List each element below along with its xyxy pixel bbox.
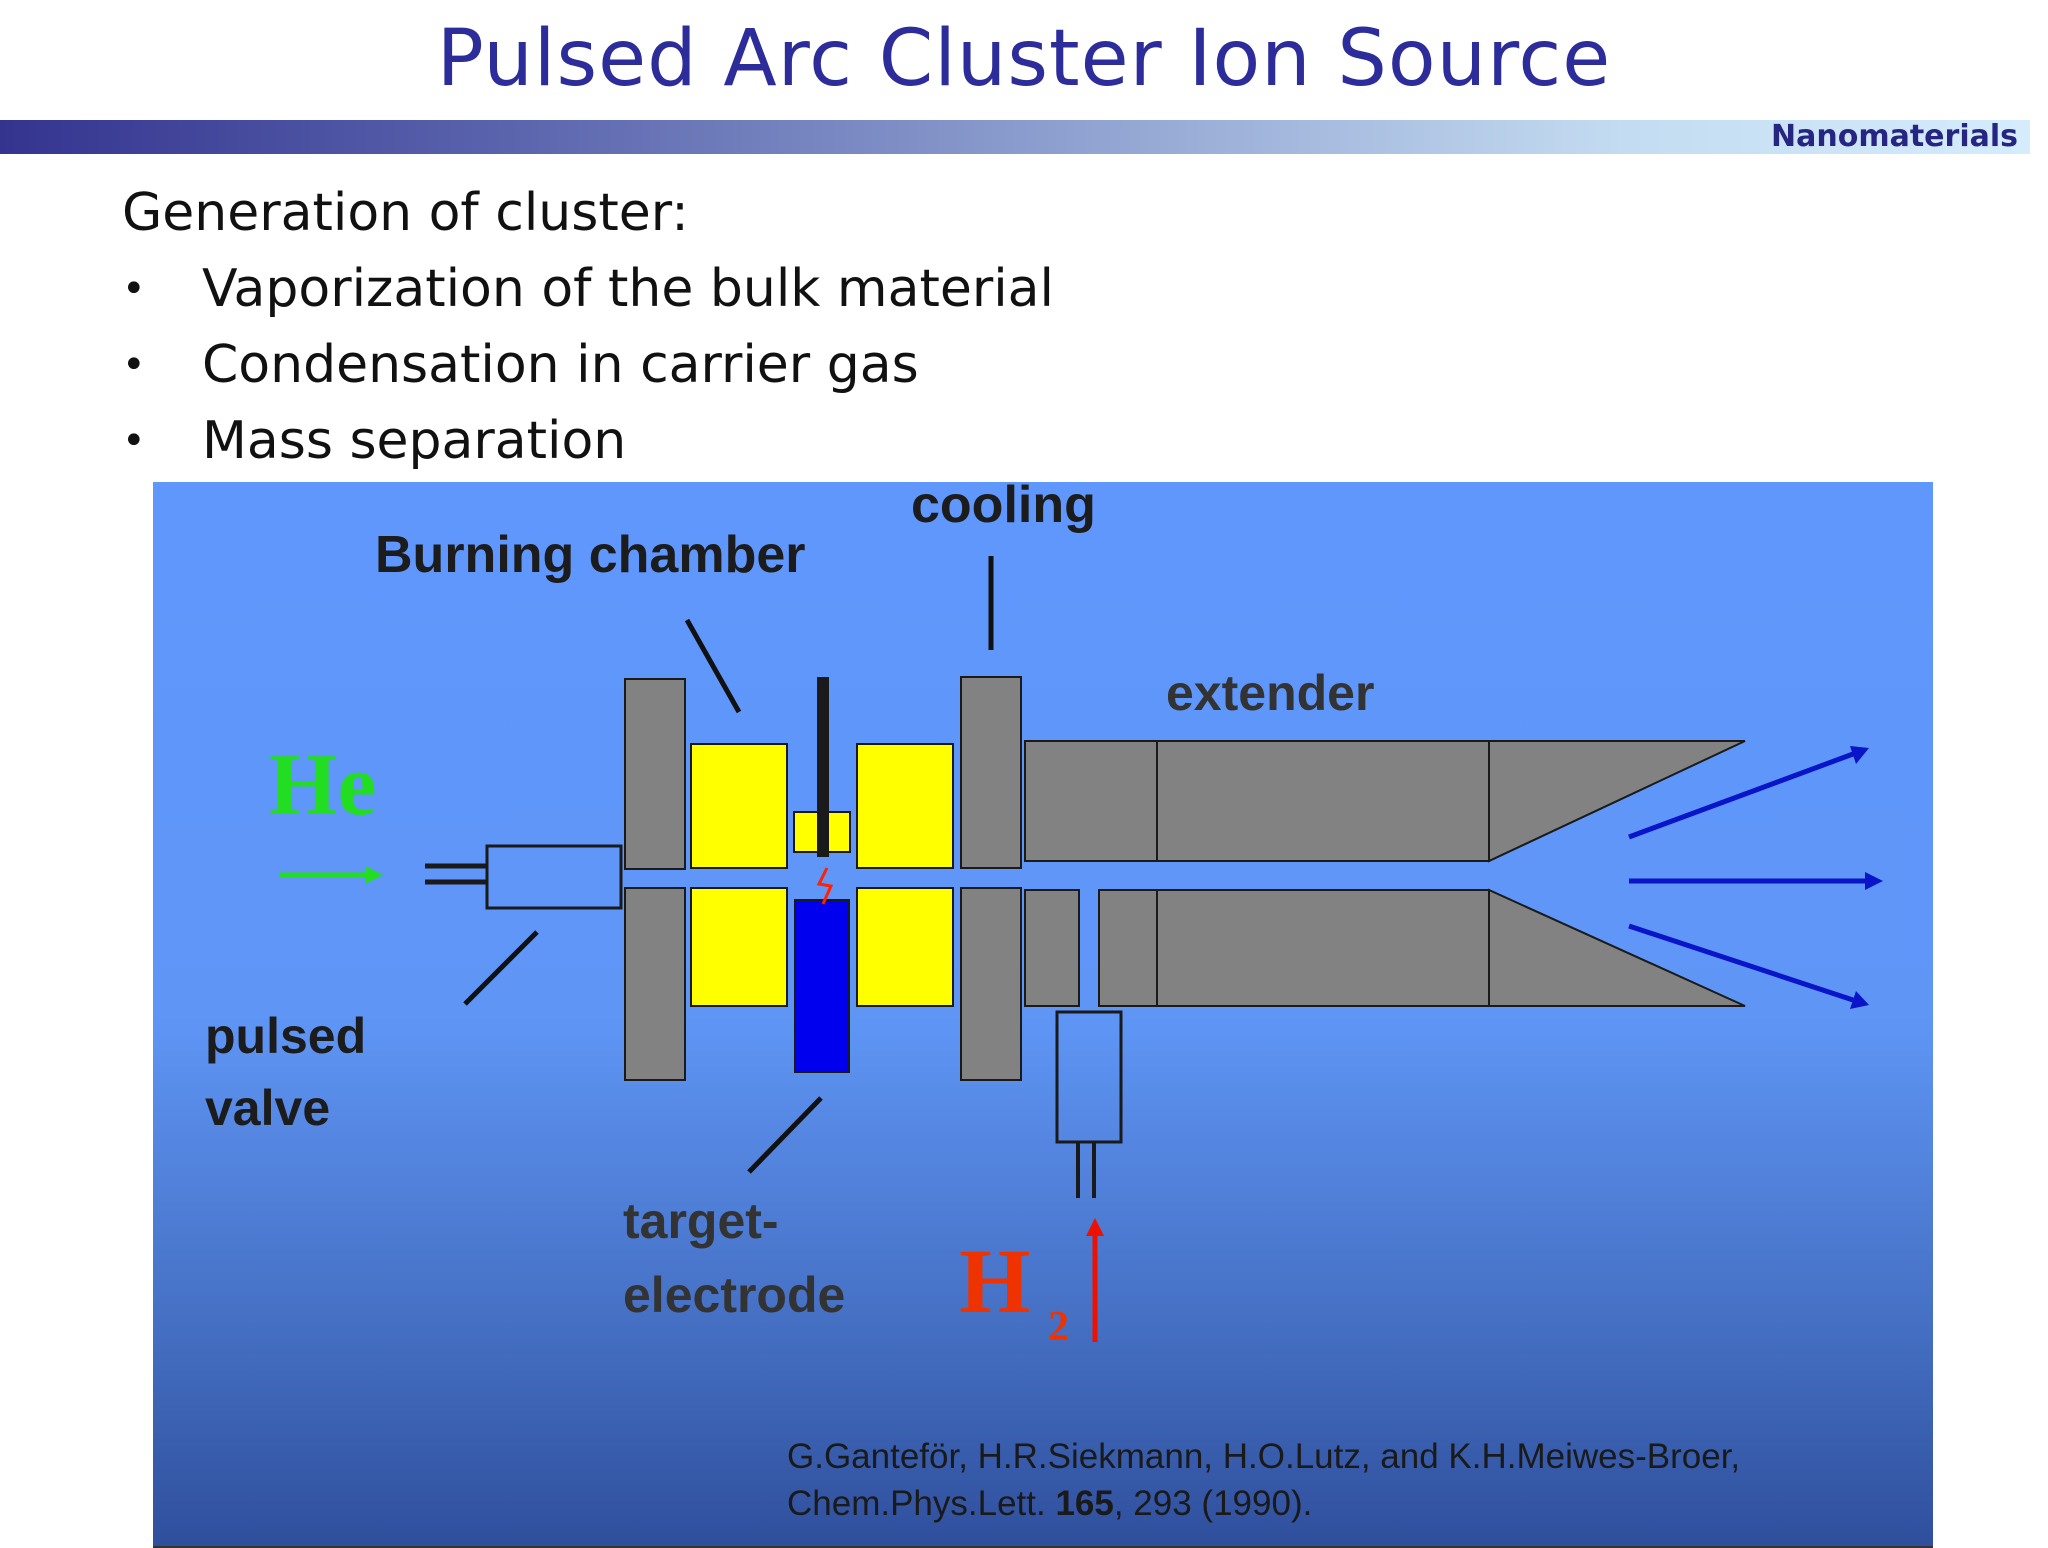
cooling-plate-lower xyxy=(960,887,1022,1081)
label-h2: H xyxy=(959,1230,1031,1332)
output-arrowheads xyxy=(1850,746,1883,1009)
nozzle-lower xyxy=(1488,888,1746,1007)
source-assembly xyxy=(425,676,1746,1198)
nozzle-upper xyxy=(1488,740,1746,863)
front-plate-lower xyxy=(624,887,686,1081)
arrowhead-icon xyxy=(1850,746,1869,764)
magnet-block xyxy=(690,743,788,869)
front-plate-upper xyxy=(624,678,686,870)
ion-source-figure: Burning chamber cooling extender pulsed … xyxy=(153,482,1933,1548)
bullet-dot-icon: • xyxy=(122,418,146,464)
upper-electrode xyxy=(817,677,829,857)
title-banner: Nanomaterials xyxy=(0,120,2030,154)
output-arrow-icon xyxy=(1628,751,1854,840)
h2-valve-body xyxy=(1055,1010,1123,1144)
diagram-background xyxy=(153,482,1933,1546)
label-he: He xyxy=(269,737,377,834)
label-burning-chamber: Burning chamber xyxy=(375,526,806,584)
target-electrode-pointer xyxy=(747,1096,823,1174)
label-valve: valve xyxy=(205,1080,330,1136)
bullet-dot-icon: • xyxy=(122,342,146,388)
output-arrow-icon xyxy=(1628,923,1854,1003)
extender-segment xyxy=(1024,889,1080,1007)
target-electrode xyxy=(794,899,850,1073)
label-target: target- xyxy=(623,1193,779,1249)
bullet-block: Generation of cluster: • Vaporization of … xyxy=(122,175,1054,479)
magnet-block xyxy=(856,887,954,1007)
citation-volume: 165 xyxy=(1055,1484,1113,1523)
label-h2-subscript: 2 xyxy=(1048,1304,1069,1350)
extender-segment xyxy=(1098,889,1158,1007)
bullet-text: Condensation in carrier gas xyxy=(202,335,919,395)
extender-segment xyxy=(1156,740,1490,862)
h2-arrowhead-icon xyxy=(1086,1218,1104,1236)
bullet-list: • Vaporization of the bulk material • Cond… xyxy=(122,251,1054,479)
magnet-block xyxy=(856,743,954,869)
citation-pages: , 293 (1990). xyxy=(1114,1484,1312,1523)
bullet-item: • Mass separation xyxy=(122,403,1054,479)
arrowhead-icon xyxy=(1850,991,1869,1009)
label-electrode: electrode xyxy=(623,1267,845,1323)
slide-title: Pulsed Arc Cluster Ion Source xyxy=(436,14,1612,104)
label-pointers xyxy=(463,556,994,1174)
extender-segment xyxy=(1024,740,1158,862)
burning-chamber-pointer xyxy=(684,618,742,714)
pulsed-valve-body xyxy=(485,844,623,910)
intro-text: Generation of cluster: xyxy=(122,183,689,243)
arrowhead-icon xyxy=(1865,872,1883,890)
bullet-text: Mass separation xyxy=(202,411,627,471)
citation-line-2: Chem.Phys.Lett. 165, 293 (1990). xyxy=(787,1484,1312,1523)
cooling-plate-upper xyxy=(960,676,1022,869)
label-cooling: cooling xyxy=(911,482,1096,534)
extender-segment xyxy=(1156,889,1490,1007)
bullet-text: Vaporization of the bulk material xyxy=(202,259,1054,319)
bullet-item: • Vaporization of the bulk material xyxy=(122,251,1054,327)
cluster-beam-arrows xyxy=(1628,751,1869,1003)
arc-spark-icon xyxy=(816,867,834,905)
ion-source-diagram: Burning chamber cooling extender pulsed … xyxy=(153,482,1933,1546)
pulsed-valve-pointer xyxy=(463,930,539,1006)
banner-label: Nanomaterials xyxy=(1771,119,2018,154)
citation-journal: Chem.Phys.Lett. xyxy=(787,1484,1055,1523)
magnet-block xyxy=(690,887,788,1007)
bullet-dot-icon: • xyxy=(122,266,146,312)
bullet-item: • Condensation in carrier gas xyxy=(122,327,1054,403)
citation-line-1: G.Ganteför, H.R.Siekmann, H.O.Lutz, and … xyxy=(787,1437,1740,1476)
label-pulsed: pulsed xyxy=(205,1008,366,1064)
he-arrowhead-icon xyxy=(365,866,383,884)
label-extender: extender xyxy=(1166,665,1374,721)
